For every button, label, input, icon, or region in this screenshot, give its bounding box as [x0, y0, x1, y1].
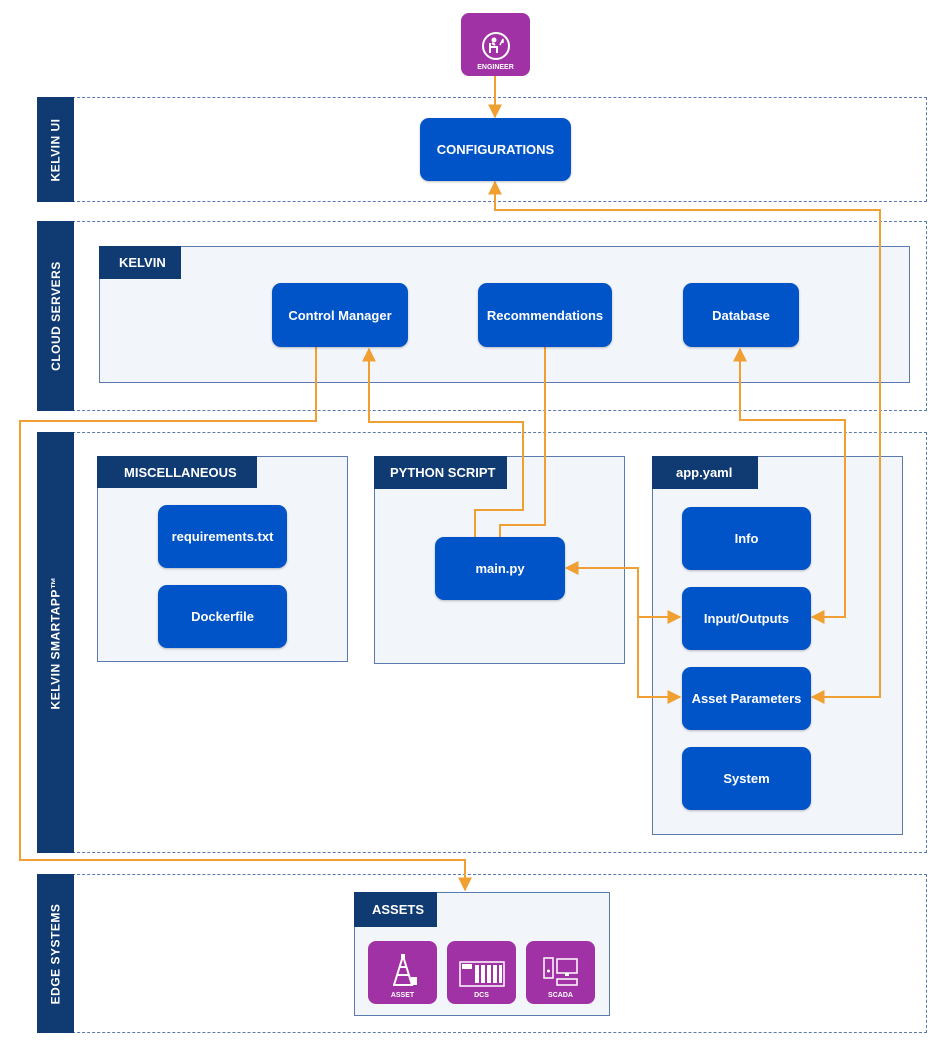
recommendations-node[interactable]: Recommendations — [478, 283, 612, 347]
requirements-node[interactable]: requirements.txt — [158, 505, 287, 568]
group-app-yaml-title: app.yaml — [652, 456, 758, 489]
system-node[interactable]: System — [682, 747, 811, 810]
group-python-script-title: PYTHON SCRIPT — [374, 456, 507, 489]
group-assets-title: ASSETS — [354, 892, 437, 927]
scada-workstation-icon — [542, 957, 578, 986]
dockerfile-node[interactable]: Dockerfile — [158, 585, 287, 648]
main-py-node[interactable]: main.py — [435, 537, 565, 600]
engineer-tile: ENGINEER — [461, 13, 530, 76]
dcs-rack-icon — [458, 961, 505, 987]
control-manager-node[interactable]: Control Manager — [272, 283, 408, 347]
scada-tile: SCADA — [526, 941, 595, 1004]
info-node[interactable]: Info — [682, 507, 811, 570]
io-node[interactable]: Input/Outputs — [682, 587, 811, 650]
configurations-node[interactable]: CONFIGURATIONS — [420, 118, 571, 181]
lane-label-edge-systems: EDGE SYSTEMS — [37, 874, 74, 1033]
asset-tile: ASSET — [368, 941, 437, 1004]
asset-parameters-node[interactable]: Asset Parameters — [682, 667, 811, 730]
asset-tile-label: ASSET — [390, 992, 415, 999]
dcs-tile-label: DCS — [474, 992, 489, 999]
group-miscellaneous-title: MISCELLANEOUS — [97, 456, 257, 488]
database-node[interactable]: Database — [683, 283, 799, 347]
scada-tile-label: SCADA — [548, 992, 573, 999]
lane-label-cloud-servers: CLOUD SERVERS — [37, 221, 74, 411]
oil-rig-icon — [392, 954, 417, 986]
lane-label-smartapp: KELVIN SMARTAPP™ — [37, 432, 74, 853]
engineer-label: ENGINEER — [477, 64, 514, 71]
group-kelvin-title: KELVIN — [99, 246, 181, 279]
engineer-icon — [481, 32, 510, 60]
lane-label-kelvin-ui: KELVIN UI — [37, 97, 74, 202]
dcs-tile: DCS — [447, 941, 516, 1004]
